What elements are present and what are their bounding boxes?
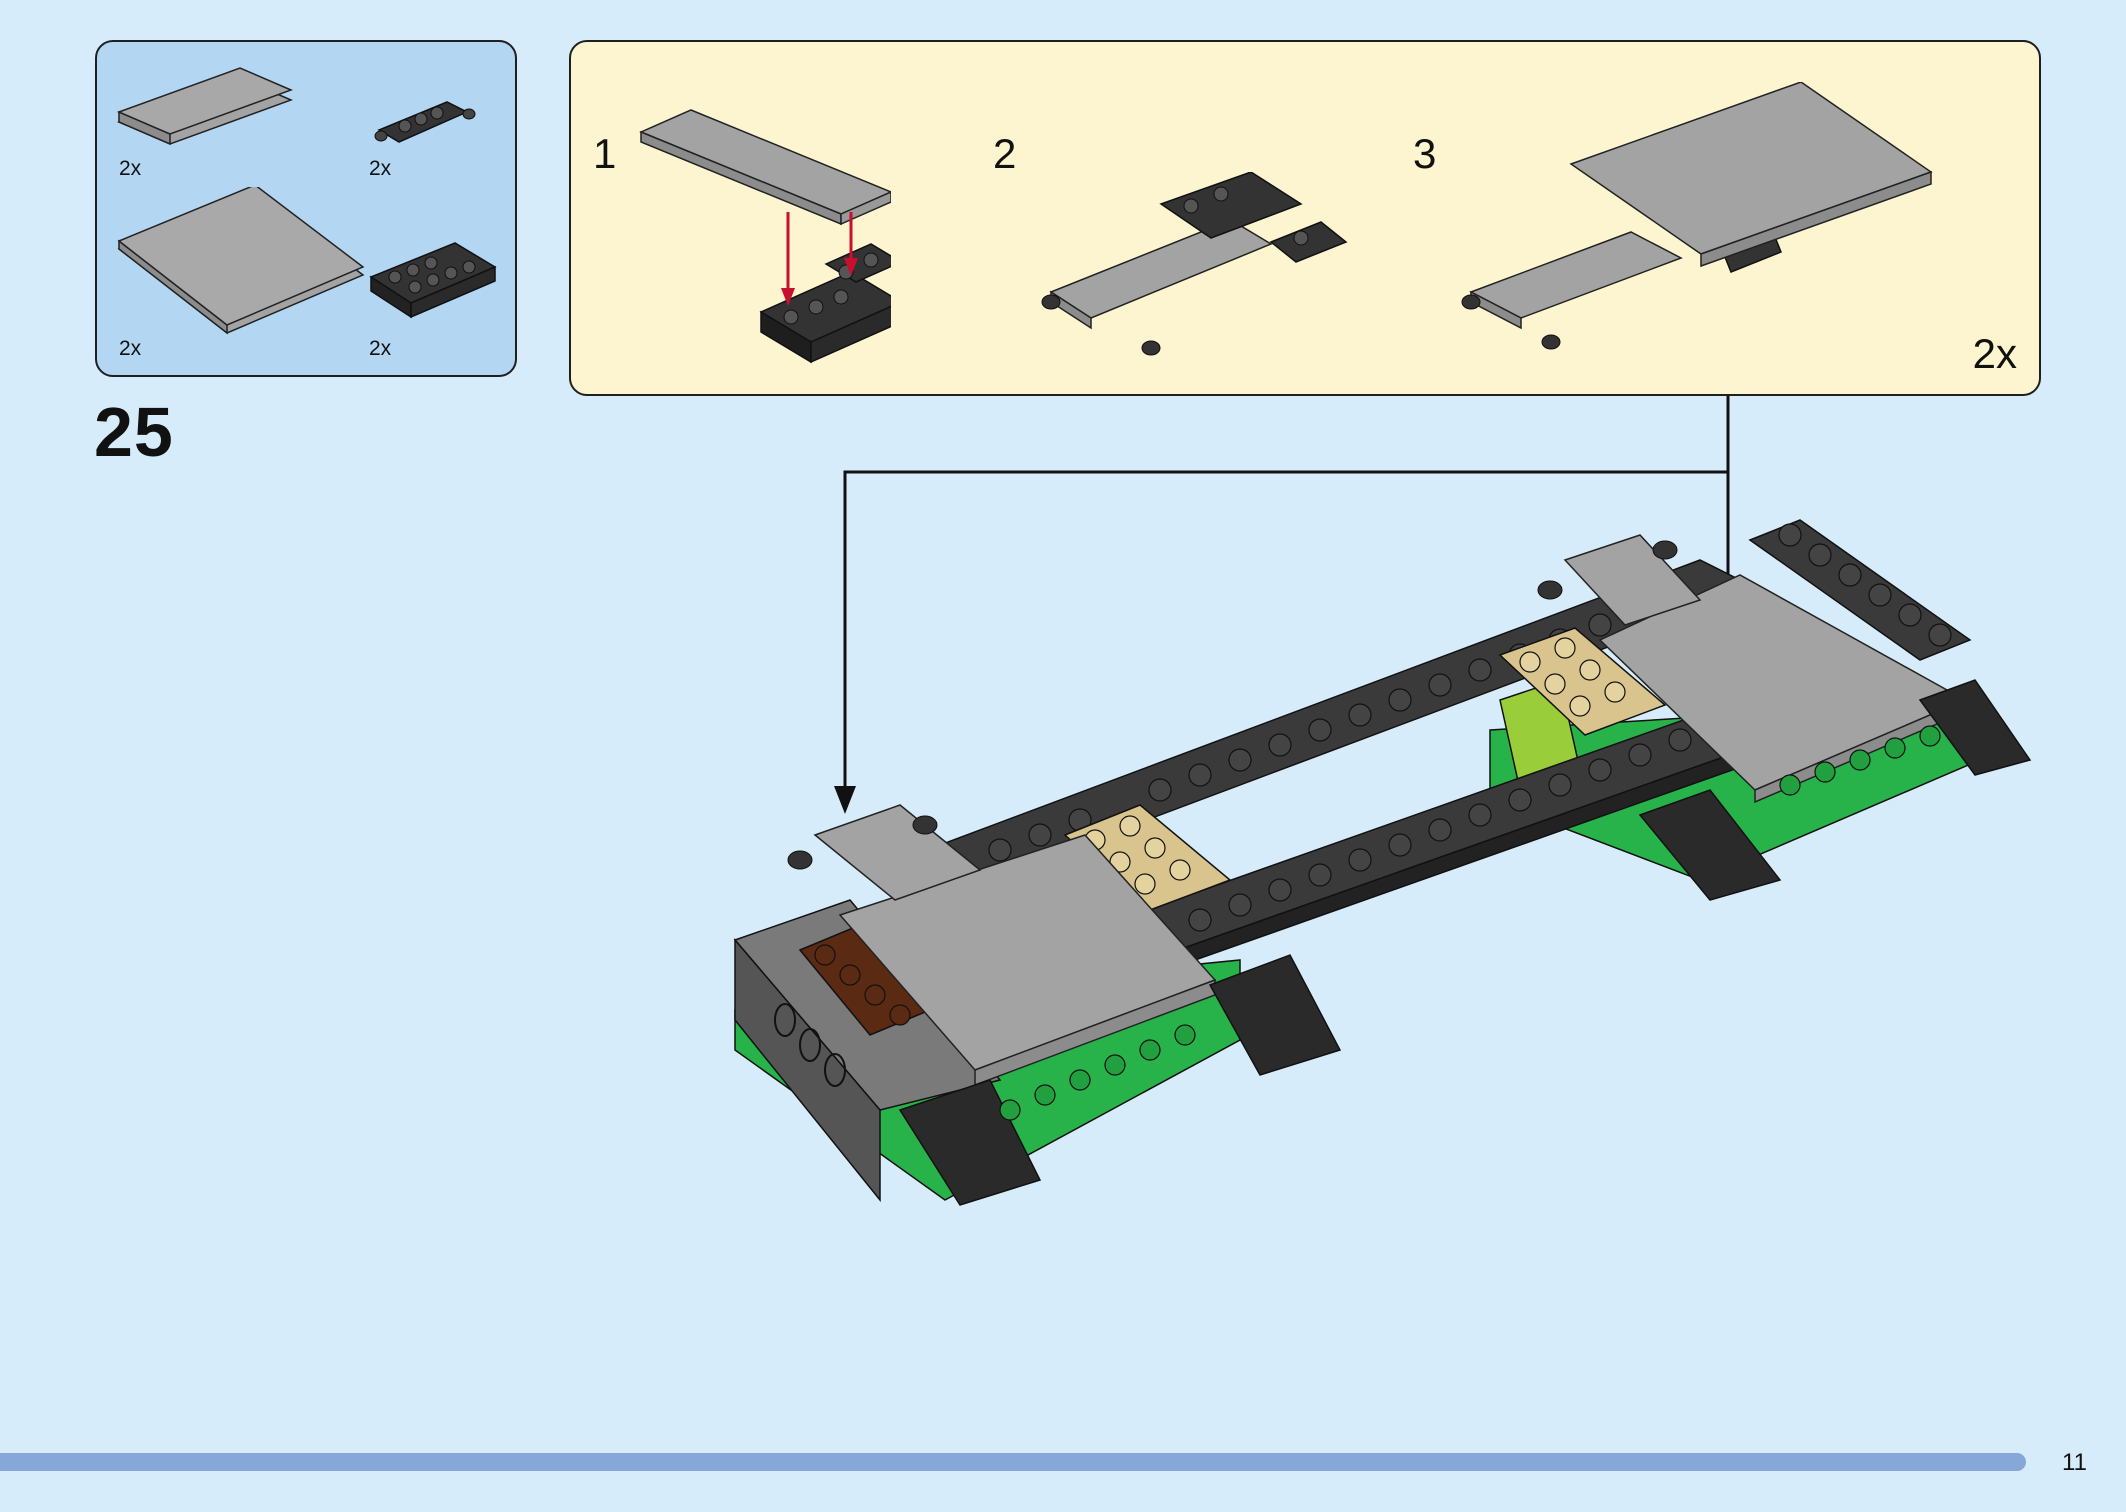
substep-1-label: 1 — [593, 130, 617, 177]
parts-list: 2x 2x 2x 2x — [95, 40, 517, 377]
substep-3-illustration — [1461, 82, 1933, 350]
page-progress-bar — [0, 1453, 2026, 1471]
part-qty: 2x — [369, 337, 392, 360]
part-qty: 2x — [369, 157, 392, 180]
part-plate-2x6-grey — [116, 67, 294, 145]
page-number: 11 — [2062, 1449, 2087, 1476]
substep-callout: 1 2 3 2x — [569, 40, 2041, 396]
substep-1-illustration — [639, 109, 891, 364]
substep-2-label: 2 — [993, 130, 1017, 177]
main-model-illustration — [733, 519, 2032, 1206]
part-plate-2x4-clips-black — [369, 242, 497, 319]
substep-2-illustration — [1041, 172, 1348, 356]
part-plate-1x4-clips-black — [374, 101, 476, 143]
part-qty: 2x — [119, 337, 142, 360]
substep-multiplier: 2x — [1972, 330, 2017, 377]
part-qty: 2x — [119, 157, 142, 180]
part-plate-6x6-grey — [117, 187, 365, 335]
step-number: 25 — [94, 393, 174, 471]
substep-3-label: 3 — [1413, 130, 1437, 177]
